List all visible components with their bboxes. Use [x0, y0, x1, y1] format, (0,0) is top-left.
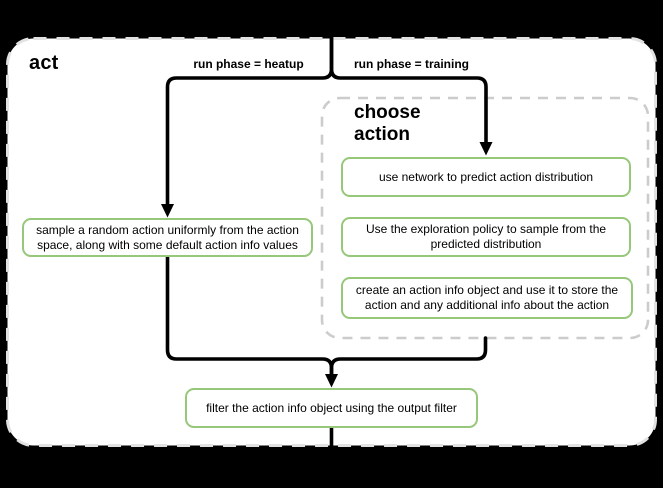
connector-group-to-filter — [329, 336, 488, 376]
merge-arrowhead-down-icon — [325, 374, 338, 388]
node-sample-random-action: sample a random action uniformly from th… — [22, 218, 313, 257]
training-arrowhead-down-icon — [479, 142, 493, 156]
edge-label-heatup: run phase = heatup — [193, 57, 304, 71]
heatup-arrowhead-down-icon — [161, 204, 174, 218]
act-container-border — [6, 37, 657, 447]
choose-action-group-title: choose action — [354, 102, 421, 145]
connector-training-branch — [329, 20, 488, 144]
node-use-network-predict: use network to predict action distributi… — [341, 157, 631, 197]
node-create-action-info: create an action info object and use it … — [341, 277, 633, 319]
edge-label-training: run phase = training — [353, 57, 470, 71]
node-filter-action-info: filter the action info object using the … — [185, 388, 478, 428]
diagram-title: act — [29, 52, 59, 74]
node-exploration-policy: Use the exploration policy to sample fro… — [341, 217, 631, 257]
